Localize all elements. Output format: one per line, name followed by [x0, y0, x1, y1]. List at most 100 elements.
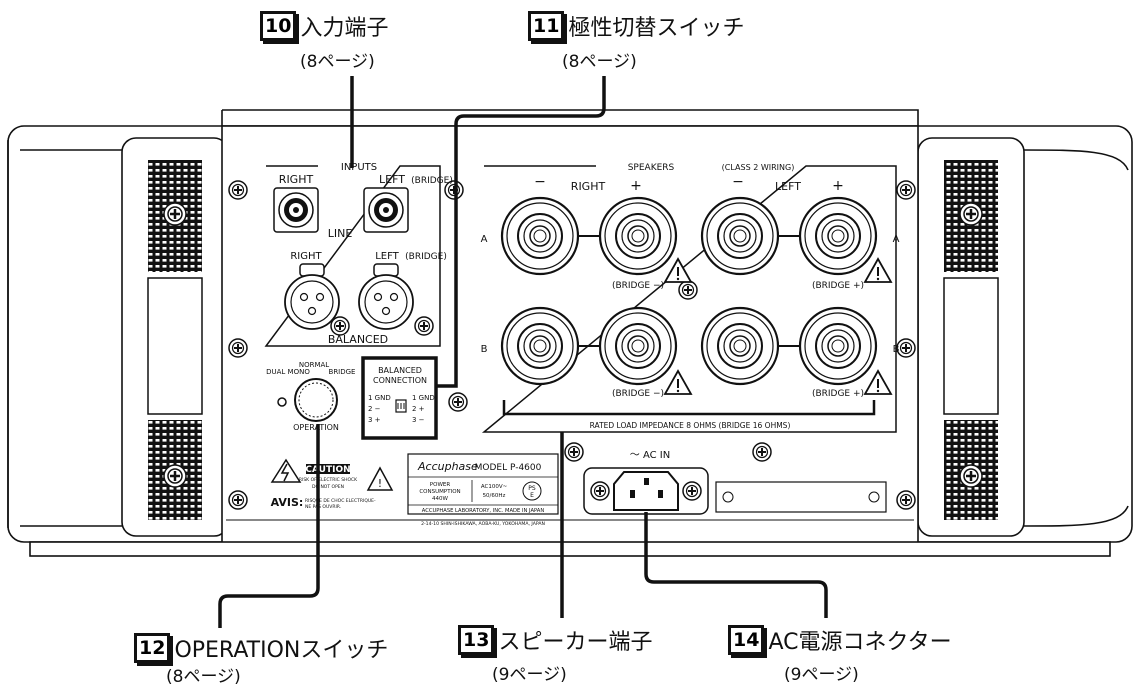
svg-text:PS: PS [528, 485, 536, 492]
speakers-note: (CLASS 2 WIRING) [722, 163, 795, 172]
minus-label: − [732, 174, 744, 190]
caution-title: CAUTION [305, 465, 350, 475]
brand-label: Accuphase [417, 460, 478, 473]
screw-icon [162, 201, 188, 227]
avis-label: AVIS: [271, 496, 304, 509]
ac-in-label: ～ AC IN [630, 450, 670, 461]
screw-icon [448, 392, 468, 412]
svg-text:50/60Hz: 50/60Hz [483, 493, 506, 499]
bridge-minus-label: (BRIDGE −) [612, 281, 664, 291]
callout-13: 13 スピーカー端子 [458, 624, 652, 656]
callout-number: 11 [528, 11, 565, 41]
rated-load-label: RATED LOAD IMPEDANCE 8 OHMS (BRIDGE 16 O… [590, 421, 791, 430]
screw-icon [162, 463, 188, 489]
svg-text:DO NOT OPEN: DO NOT OPEN [312, 484, 344, 490]
inputs-section: INPUTS RIGHT LEFT (BRIDGE) LINE RIGHT LE… [264, 162, 453, 347]
svg-text:440W: 440W [432, 496, 448, 502]
balanced-connection-label-1: BALANCED [378, 366, 422, 375]
speaker-left-label: LEFT [775, 180, 801, 193]
row-b-left: B [481, 344, 488, 355]
xlr-right-label: RIGHT [290, 251, 322, 262]
speaker-terminal-left-b-minus[interactable] [700, 306, 780, 386]
bridge-switch-label: BRIDGE [329, 368, 356, 376]
balanced-label: BALANCED [328, 333, 388, 346]
callout-13-page: (9ページ) [492, 665, 567, 685]
input-left-label: LEFT [379, 173, 405, 186]
operation-switch-section: DUAL MONO NORMAL BRIDGE OPERATION [266, 361, 355, 432]
rca-right-jack[interactable] [273, 187, 319, 233]
bridge-minus-label: (BRIDGE −) [612, 389, 664, 399]
input-bridge-label: (BRIDGE) [411, 176, 453, 186]
indicator-led [277, 397, 287, 407]
row-b-right: B [893, 344, 900, 355]
callout-11-page: (8ページ) [562, 52, 637, 72]
polarity-switch-section: BALANCED CONNECTION 1 GND 2 − 3 + 1 GND … [361, 356, 438, 440]
callout-12-page: (8ページ) [166, 667, 241, 687]
svg-text:3 −: 3 − [412, 416, 425, 424]
speaker-terminal-right-b-minus[interactable] [500, 306, 580, 386]
normal-label: NORMAL [299, 361, 329, 369]
speaker-terminal-left-b-plus[interactable] [798, 306, 878, 386]
svg-text:2 +: 2 + [412, 405, 425, 413]
speaker-terminal-right-b-plus[interactable] [598, 306, 678, 386]
callout-title: スピーカー端子 [498, 630, 653, 655]
svg-text:NE PAS OUVRIR.: NE PAS OUVRIR. [305, 504, 341, 510]
screw-icon [752, 442, 772, 462]
screw-icon [896, 490, 916, 510]
company-label: ACCUPHASE LABORATORY, INC. MADE IN JAPAN [422, 508, 545, 514]
screw-icon [228, 338, 248, 358]
speaker-terminal-right-a-minus[interactable] [500, 196, 580, 276]
svg-text:!: ! [378, 477, 382, 490]
callout-title: 極性切替スイッチ [568, 16, 745, 41]
speakers-label: SPEAKERS [628, 163, 675, 173]
callout-number: 14 [728, 625, 765, 655]
speaker-right-label: RIGHT [571, 180, 606, 193]
leader-lines [218, 76, 828, 628]
line-label: LINE [328, 227, 353, 240]
screw-icon [682, 481, 702, 501]
svg-text:RISQUE DE CHOC ELECTRIQUE-: RISQUE DE CHOC ELECTRIQUE- [305, 498, 376, 504]
row-a-left: A [481, 234, 488, 245]
caution-label: CAUTION RISK OF ELECTRIC SHOCK DO NOT OP… [270, 458, 394, 510]
svg-text:AC100V~: AC100V~ [481, 484, 508, 490]
callout-10-page: (8ページ) [300, 52, 375, 72]
dual-mono-label: DUAL MONO [266, 368, 310, 376]
callout-10: 10 入力端子 [260, 10, 388, 42]
speaker-terminal-left-a-plus[interactable] [798, 196, 878, 276]
svg-text:E: E [530, 492, 534, 499]
minus-label: − [534, 174, 546, 190]
callout-14-page: (9ページ) [784, 665, 859, 685]
screw-icon [896, 180, 916, 200]
speaker-terminal-right-a-plus[interactable] [598, 196, 678, 276]
model-plate: Accuphase MODEL P-4600 POWER CONSUMPTION… [407, 453, 559, 527]
operation-label: OPERATION [293, 423, 339, 432]
address-label: 2-14-10 SHIN-ISHIKAWA, AOBA-KU, YOKOHAMA… [421, 521, 545, 527]
callout-12: 12 OPERATIONスイッチ [134, 632, 388, 664]
svg-text:POWER: POWER [430, 482, 451, 488]
inputs-label: INPUTS [341, 162, 377, 173]
screw-icon [896, 338, 916, 358]
callout-title: 入力端子 [300, 16, 389, 41]
speaker-terminal-left-a-minus[interactable] [700, 196, 780, 276]
screw-icon [564, 442, 584, 462]
callout-number: 10 [260, 11, 297, 41]
plus-label: + [630, 178, 642, 194]
svg-text:2 −: 2 − [368, 405, 381, 413]
row-a-right: A [893, 234, 900, 245]
screw-icon [678, 280, 698, 300]
callout-number: 12 [134, 633, 171, 663]
plus-label: + [832, 178, 844, 194]
operation-knob[interactable] [294, 378, 338, 422]
screw-icon [958, 463, 984, 489]
ac-inlet[interactable] [613, 471, 679, 511]
callout-14: 14 AC電源コネクター [728, 624, 952, 656]
model-label: MODEL P-4600 [475, 463, 542, 473]
rca-left-jack[interactable] [363, 187, 409, 233]
screw-icon [228, 490, 248, 510]
callout-11: 11 極性切替スイッチ [528, 10, 744, 42]
ac-inlet-section: ～ AC IN [583, 450, 887, 515]
screw-icon [228, 180, 248, 200]
callout-number: 13 [458, 625, 495, 655]
callout-title: OPERATIONスイッチ [174, 638, 389, 663]
